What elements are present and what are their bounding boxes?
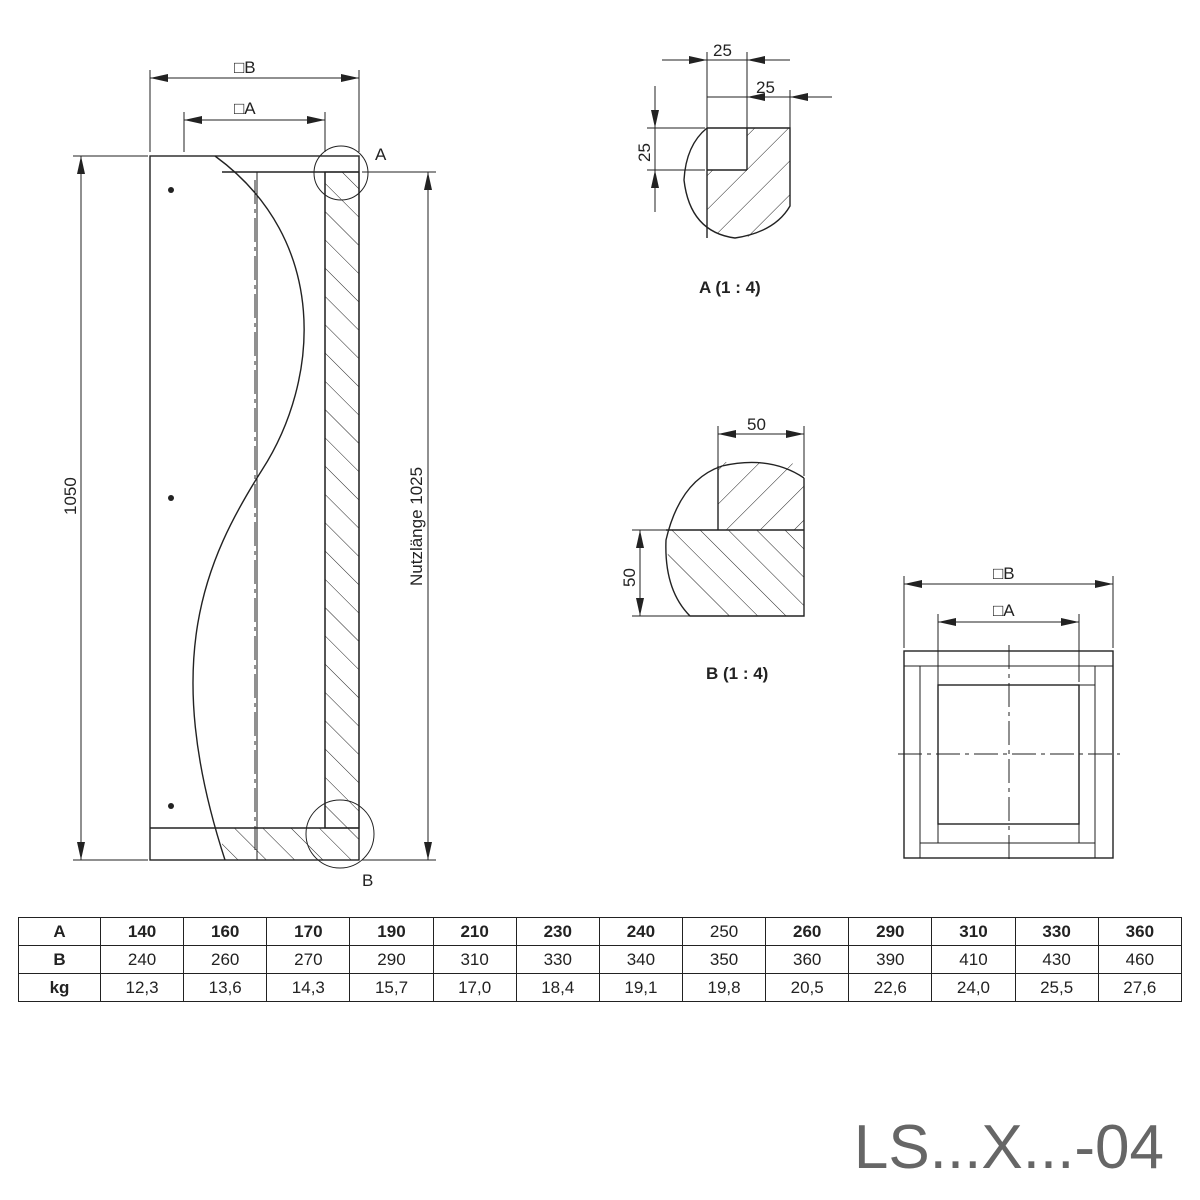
cross-section-view: □B □A xyxy=(898,564,1120,864)
table-cell: 330 xyxy=(1014,917,1099,946)
table-cell: 230 xyxy=(515,917,600,946)
detail-b-view: 50 50 B (1 : 4) xyxy=(620,415,805,683)
table-cell: 250 xyxy=(681,917,767,946)
table-cell: 210 xyxy=(432,917,517,946)
detail-b-dim-top: 50 xyxy=(747,415,766,434)
table-cell: 20,5 xyxy=(765,973,850,1002)
table-cell: 19,1 xyxy=(598,973,683,1002)
table-cell: 260 xyxy=(183,945,268,974)
detail-b-caption: B (1 : 4) xyxy=(706,664,768,683)
detail-a-caption: A (1 : 4) xyxy=(699,278,761,297)
row-label: A xyxy=(18,917,101,946)
table-cell: 360 xyxy=(1097,917,1183,946)
table-cell: 13,6 xyxy=(183,973,268,1002)
detail-a-dim-side: 25 xyxy=(635,143,654,162)
fixing-dot xyxy=(168,495,174,501)
main-dim-outer: □B xyxy=(234,58,256,77)
section-dim-inner: □A xyxy=(993,601,1015,620)
table-cell: 260 xyxy=(765,917,850,946)
detail-a-circle xyxy=(313,145,369,201)
fixing-dot xyxy=(168,187,174,193)
table-cell: 390 xyxy=(848,945,933,974)
table-cell: 17,0 xyxy=(432,973,517,1002)
row-label: kg xyxy=(18,973,101,1002)
table-cell: 14,3 xyxy=(266,973,351,1002)
table-cell: 190 xyxy=(349,917,434,946)
fixing-dot xyxy=(168,803,174,809)
section-dim-outer: □B xyxy=(993,564,1015,583)
detail-b-marker: B xyxy=(362,871,373,890)
detail-b-dim-side: 50 xyxy=(620,568,639,587)
table-cell: 270 xyxy=(266,945,351,974)
detail-b-circle xyxy=(305,799,375,869)
table-cell: 330 xyxy=(515,945,600,974)
row-label: B xyxy=(18,945,101,974)
table-cell: 140 xyxy=(99,917,185,946)
main-dim-inner: □A xyxy=(234,99,256,118)
table-cell: 19,8 xyxy=(681,973,767,1002)
table-cell: 340 xyxy=(598,945,683,974)
table-cell: 12,3 xyxy=(99,973,185,1002)
detail-a-dim-right: 25 xyxy=(756,78,775,97)
table-cell: 240 xyxy=(598,917,683,946)
table-cell: 430 xyxy=(1014,945,1099,974)
table-cell: 350 xyxy=(681,945,767,974)
table-cell: 310 xyxy=(432,945,517,974)
table-cell: 160 xyxy=(183,917,268,946)
table-cell: 410 xyxy=(931,945,1016,974)
table-cell: 27,6 xyxy=(1097,973,1183,1002)
table-cell: 360 xyxy=(765,945,850,974)
table-cell: 290 xyxy=(349,945,434,974)
table-cell: 18,4 xyxy=(515,973,600,1002)
table-cell: 170 xyxy=(266,917,351,946)
table-cell: 25,5 xyxy=(1014,973,1099,1002)
height-dimension: 1050 xyxy=(61,477,80,515)
detail-a-view: 25 25 25 A (1 : 4) xyxy=(635,41,832,297)
product-code: LS...X...-04 xyxy=(853,1113,1164,1182)
table-cell: 310 xyxy=(931,917,1016,946)
main-elevation-view: A B □B □A 1050 Nutzlänge 1025 xyxy=(61,58,436,890)
detail-a-marker: A xyxy=(375,145,387,164)
table-cell: 290 xyxy=(848,917,933,946)
usable-length-dimension: Nutzlänge 1025 xyxy=(407,467,426,586)
table-cell: 240 xyxy=(99,945,185,974)
table-cell: 24,0 xyxy=(931,973,1016,1002)
detail-a-dim-top: 25 xyxy=(713,41,732,60)
technical-drawing: A B □B □A 1050 Nutzlänge 1025 xyxy=(61,41,1120,890)
table-cell: 22,6 xyxy=(848,973,933,1002)
table-cell: 460 xyxy=(1097,945,1183,974)
table-cell: 15,7 xyxy=(349,973,434,1002)
